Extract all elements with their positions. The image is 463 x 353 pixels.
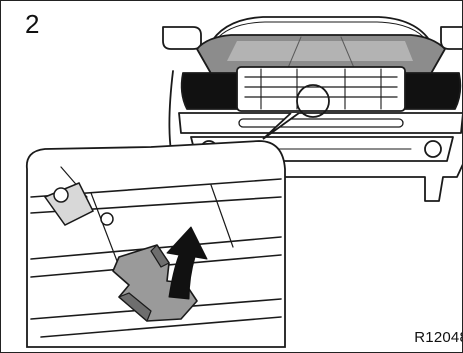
bolt-upper bbox=[54, 188, 68, 202]
right-headlamp bbox=[405, 73, 460, 109]
bumper-slot bbox=[239, 119, 403, 127]
right-fog-lamp bbox=[425, 141, 441, 157]
grille-frame bbox=[237, 67, 405, 111]
hood-highlight bbox=[227, 41, 413, 61]
left-mirror bbox=[163, 27, 201, 49]
callout-pointer bbox=[263, 113, 299, 139]
bolt-lower bbox=[101, 213, 113, 225]
figure-code: R12048 bbox=[414, 329, 463, 346]
right-mirror bbox=[441, 27, 462, 49]
left-headlamp bbox=[182, 73, 237, 109]
detail-inset bbox=[27, 141, 285, 347]
